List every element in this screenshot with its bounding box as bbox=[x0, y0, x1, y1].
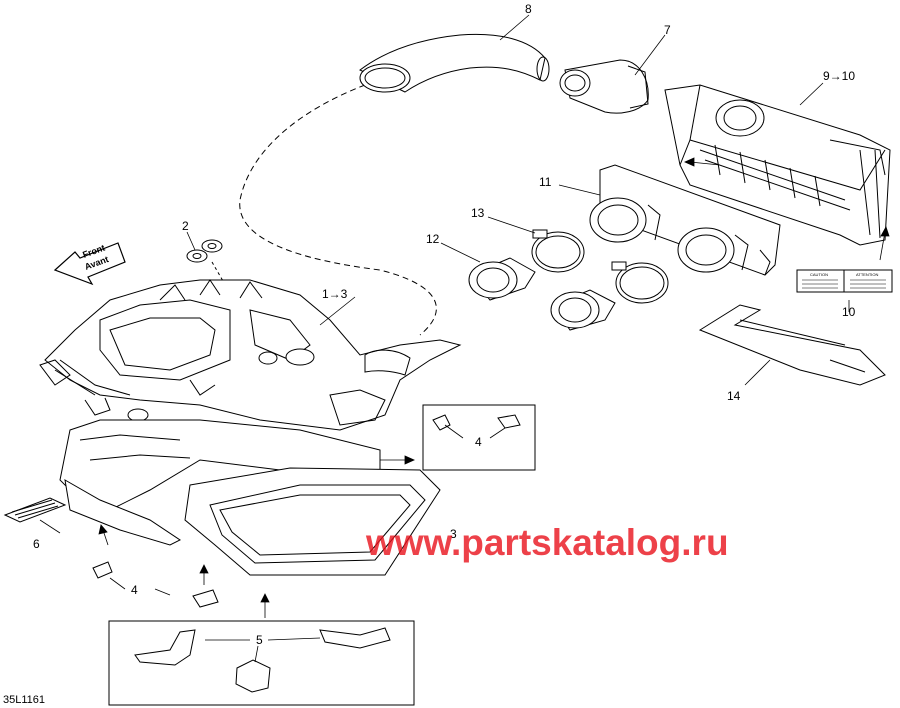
drawing-number: 35L1161 bbox=[3, 694, 45, 706]
part-7-adaptor bbox=[559, 59, 649, 114]
part-11-bracket bbox=[589, 164, 781, 276]
part-9-airbox bbox=[664, 84, 891, 246]
inset-box-5 bbox=[108, 620, 415, 706]
callout-1-3: 1→3 bbox=[322, 287, 348, 301]
callout-3: 3 bbox=[450, 527, 457, 541]
part-4-clip-b bbox=[497, 414, 521, 429]
part-4-clip-c bbox=[92, 561, 113, 579]
part-5-bracket-b bbox=[319, 627, 391, 649]
callout-11: 11 bbox=[539, 175, 552, 189]
callout-2: 2 bbox=[182, 219, 189, 233]
part-4-clip-a bbox=[432, 414, 451, 431]
watermark: www.partskatalog.ru bbox=[365, 522, 729, 563]
callout-4-bottom: 4 bbox=[131, 583, 138, 597]
part-10-decal bbox=[796, 269, 893, 293]
callout-12: 12 bbox=[426, 232, 440, 246]
hose-routing-dashed-line bbox=[239, 84, 437, 336]
callout-5: 5 bbox=[256, 633, 263, 647]
decal-right-title: ATTENTION bbox=[856, 272, 878, 277]
inset-box-4-top bbox=[422, 404, 536, 471]
callout-14: 14 bbox=[727, 389, 741, 403]
part-6-decal bbox=[3, 497, 67, 523]
part-14-foam-strip bbox=[698, 304, 886, 386]
part-8-hose bbox=[359, 33, 550, 93]
leader-lines bbox=[39, 14, 850, 663]
part-13-clamps bbox=[531, 229, 669, 304]
front-arrow bbox=[53, 242, 126, 286]
decal-left-title: CAUTION bbox=[810, 272, 828, 277]
part-12-couplings bbox=[468, 257, 616, 331]
pointer-arrows bbox=[98, 157, 890, 618]
part-4-clip-d bbox=[192, 589, 219, 608]
callout-10: 10 bbox=[842, 305, 856, 319]
callout-6: 6 bbox=[33, 537, 40, 551]
part-1-housing bbox=[39, 279, 462, 453]
part-5-bracket-c bbox=[235, 659, 271, 693]
callout-7: 7 bbox=[664, 23, 671, 37]
part-3-filter-frame bbox=[59, 419, 441, 576]
callout-4-top: 4 bbox=[475, 435, 482, 449]
callout-13: 13 bbox=[471, 206, 485, 220]
callout-9-10: 9→10 bbox=[823, 69, 855, 83]
callout-8: 8 bbox=[525, 2, 532, 16]
part-5-bracket-a bbox=[134, 629, 196, 666]
